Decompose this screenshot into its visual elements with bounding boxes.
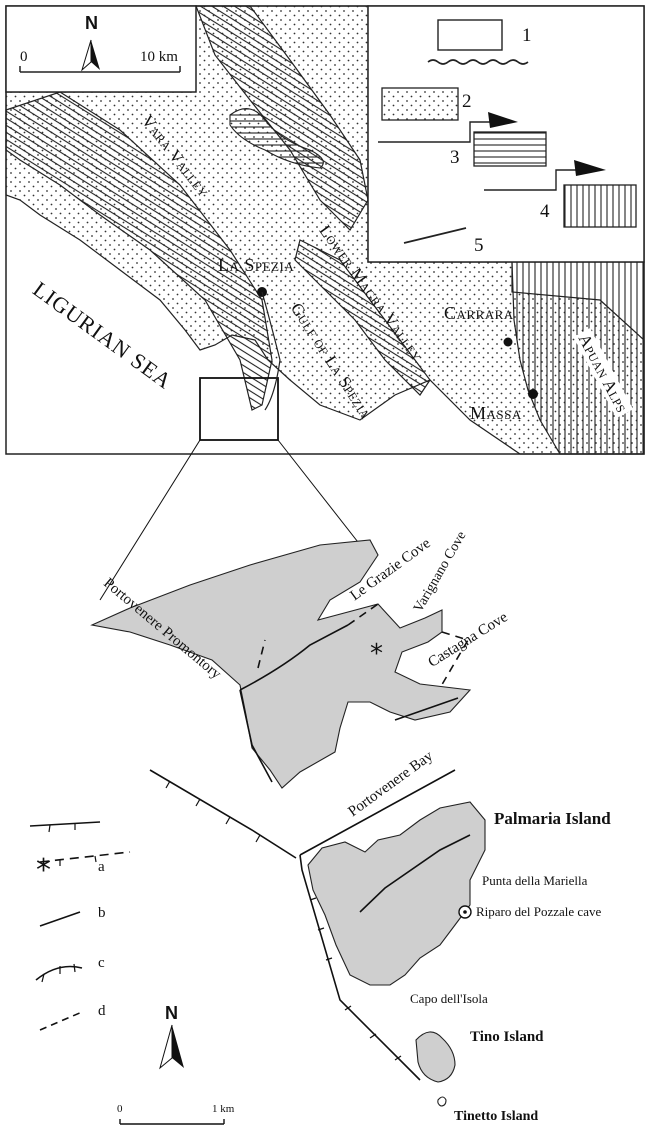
- dashed-faults: [257, 603, 470, 689]
- legend-label-c: c: [98, 955, 105, 971]
- legend-d-line: [39, 1011, 83, 1031]
- belt-unit-3b: [195, 5, 369, 231]
- belt-unit-3a: [5, 91, 273, 411]
- fault-ticks: [165, 780, 402, 1061]
- label-punta-della-mariella: Punta della Mariella: [482, 873, 588, 888]
- label-carrara: Carrara: [444, 303, 514, 323]
- tino-island-land: [415, 1031, 456, 1083]
- scale-box: [5, 5, 197, 93]
- legend-c-line: [35, 965, 83, 981]
- label-palmaria-island: Palmaria Island: [494, 809, 611, 828]
- detail-scale-1km: 1 km: [212, 1103, 235, 1115]
- label-capo-dell-isola: Capo dell'Isola: [410, 991, 488, 1006]
- legend-label-b: b: [98, 905, 106, 921]
- inset-rectangle: [199, 377, 279, 441]
- legend-fault-ticks-left: [29, 821, 131, 866]
- legend-label-a: a: [98, 859, 105, 875]
- legend-swatch-3: [473, 131, 547, 167]
- belt-unit-3c: [294, 239, 431, 396]
- legend-swatch-4: [563, 184, 637, 228]
- legend-b-line: [39, 911, 81, 927]
- north-arrow-icon: [81, 39, 100, 72]
- label-la-spezia: La Spezia: [218, 255, 295, 275]
- legend-swatch-2: [381, 87, 459, 121]
- legend-label-3: 3: [450, 147, 460, 168]
- legend-label-1: 1: [522, 25, 532, 46]
- promontory-land: [90, 539, 472, 789]
- scale-zero-label: 0: [20, 49, 28, 65]
- detail-north-label: N: [165, 1003, 178, 1023]
- tinetto-island-land: [437, 1096, 447, 1107]
- label-tino-island: Tino Island: [470, 1029, 544, 1045]
- legend-label-2: 2: [462, 91, 472, 112]
- palmaria-island-land: [307, 801, 486, 986]
- site-star-icon: *: [370, 639, 383, 669]
- legend-unconformity: [427, 59, 529, 65]
- legend-fault-5: [403, 227, 467, 244]
- islet-unit-3: [229, 108, 324, 169]
- scale-10km-label: 10 km: [140, 49, 178, 65]
- label-riparo-del-pozzale-cave: Riparo del Pozzale cave: [476, 904, 602, 919]
- detail-faults: [149, 624, 471, 1081]
- label-tinetto-island: Tinetto Island: [454, 1109, 539, 1124]
- detail-north-arrow-icon: [159, 1024, 184, 1070]
- massa-dot: [528, 389, 538, 399]
- legend-label-5: 5: [474, 235, 484, 256]
- north-label: N: [85, 13, 98, 33]
- legend-swatch-1: [437, 19, 503, 51]
- legend-star-icon: *: [36, 853, 51, 888]
- label-massa: Massa: [470, 403, 522, 423]
- legend-label-d: d: [98, 1003, 106, 1019]
- detail-scale-zero: 0: [117, 1103, 123, 1115]
- legend-label-4: 4: [540, 201, 550, 222]
- carrara-dot: [503, 337, 513, 347]
